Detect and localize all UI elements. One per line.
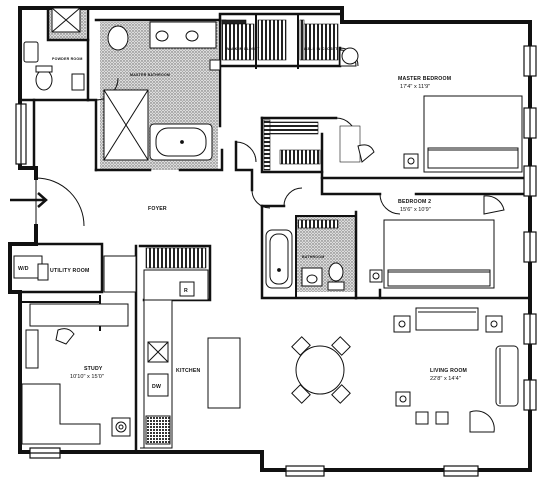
kitchen-fixtures [140, 269, 241, 449]
bedroom-2-dim: 15'6" x 10'9" [400, 207, 431, 213]
room-labels: MASTER BEDROOM 17'4" x 11'9" BEDROOM 2 1… [18, 47, 467, 390]
bedroom-2-name: BEDROOM 2 [398, 199, 431, 205]
dishwasher-label: DW [152, 384, 161, 390]
powder-room-fixtures [23, 7, 85, 91]
dining-set [291, 336, 351, 404]
powder-room-name: POWDER ROOM [52, 57, 83, 61]
study-furniture [21, 303, 131, 445]
walk-in-closet-2-name: WALK IN CLOSET [304, 47, 338, 51]
master-bedroom-name: MASTER BEDROOM [398, 76, 451, 82]
washer-dryer-label: W/D [18, 266, 29, 272]
utility-room-name: UTILITY ROOM [50, 268, 89, 274]
bedroom-2-furniture [369, 195, 505, 289]
bathroom-name: BATHROOM [302, 255, 325, 259]
kitchen-name: KITCHEN [176, 368, 201, 374]
refrigerator-label: R [184, 288, 188, 294]
master-bedroom-furniture [339, 47, 523, 173]
bath2-fixtures [265, 229, 345, 291]
study-dim: 10'10" x 15'0" [70, 374, 104, 380]
entry-arrow-icon [10, 192, 48, 208]
living-room-dim: 22'8" x 14'4" [430, 376, 461, 382]
windows [15, 45, 537, 477]
utility-room-fixtures [13, 255, 137, 293]
foyer-name: FOYER [148, 206, 167, 212]
master-bedroom-dim: 17'4" x 11'9" [400, 84, 430, 90]
master-bath-fixtures [103, 21, 221, 161]
closets [145, 19, 361, 269]
living-room-furniture [393, 307, 519, 433]
walk-in-closet-1-name: WALK IN CLOSET [226, 47, 260, 51]
living-room-name: LIVING ROOM [430, 368, 467, 374]
doors [35, 47, 401, 227]
study-name: STUDY [84, 366, 103, 372]
master-bathroom-name: MASTER BATHROOM [130, 73, 170, 77]
